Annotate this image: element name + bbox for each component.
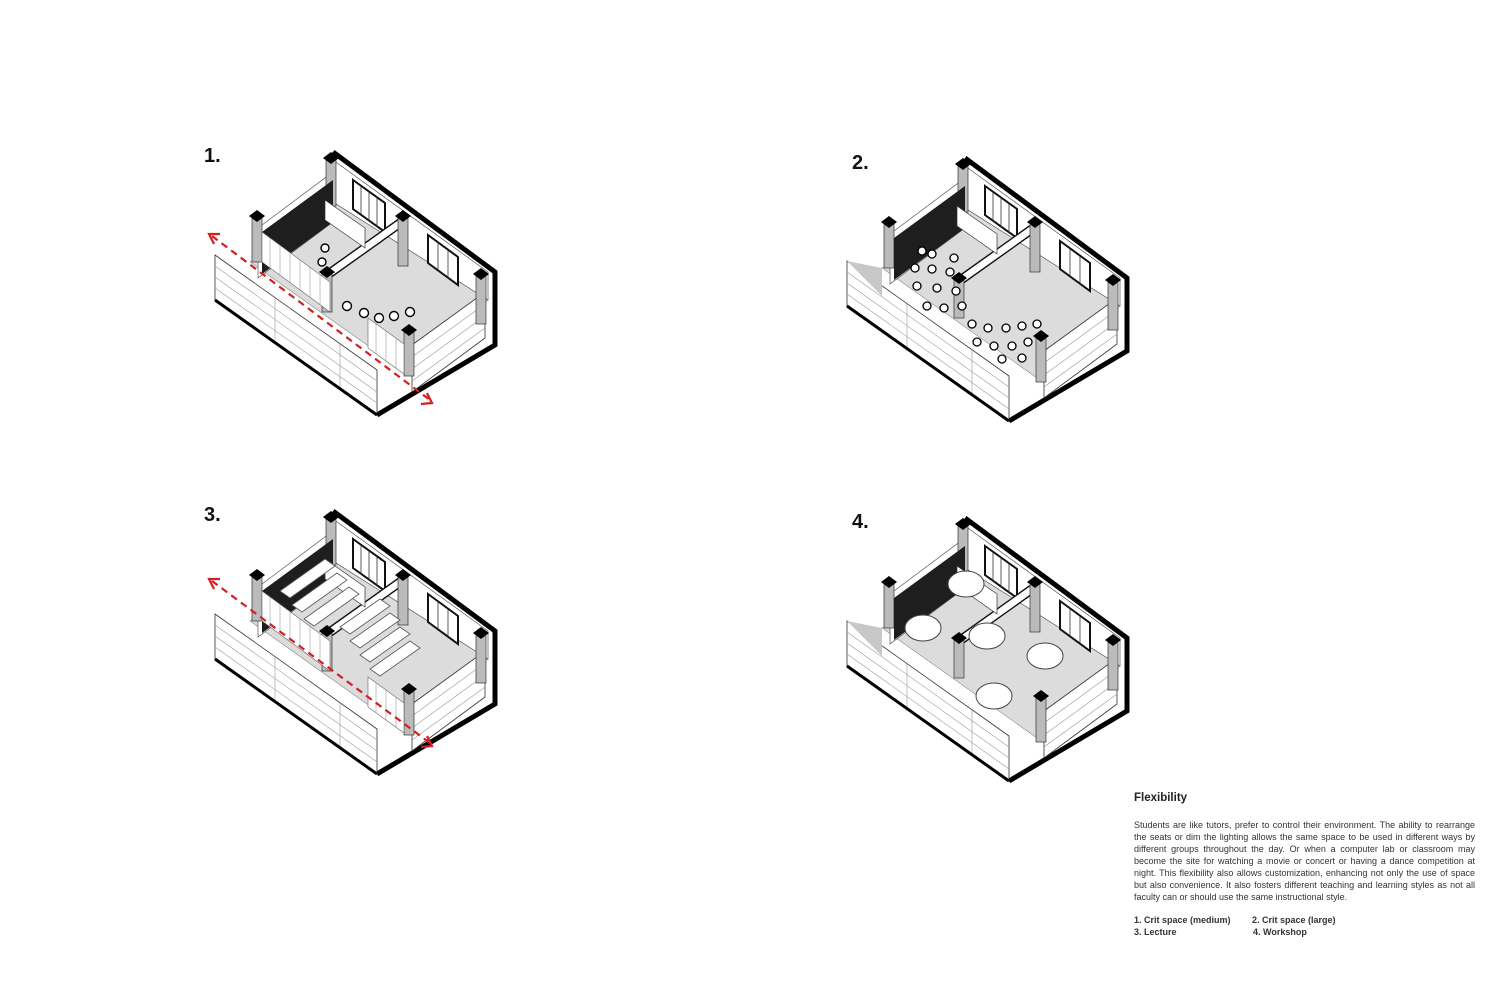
panel-4-workshop <box>847 518 1127 781</box>
desks <box>279 558 421 677</box>
chairs <box>317 243 416 324</box>
panel-2-number: 2. <box>852 152 869 174</box>
legend-item-3: 3. Lecture <box>1134 927 1177 937</box>
panel-1-crit-space-medium <box>207 152 495 415</box>
movable-wall-arrow <box>207 232 434 406</box>
legend-item-1: 1. Crit space (medium) <box>1134 915 1231 925</box>
panel-3-number: 3. <box>204 504 221 526</box>
movable-wall-arrow <box>207 577 434 749</box>
panel-4-number: 4. <box>852 511 869 533</box>
chairs <box>910 246 1042 364</box>
round-tables <box>904 570 1064 710</box>
legend-item-2: 2. Crit space (large) <box>1252 915 1336 925</box>
description-block: Flexibility Students are like tutors, pr… <box>1134 792 1475 938</box>
panel-2-crit-space-large <box>847 158 1127 421</box>
panel-3-lecture <box>207 511 495 774</box>
panel-1-number: 1. <box>204 145 221 167</box>
description-paragraph: Students are like tutors, prefer to cont… <box>1134 820 1475 902</box>
legend: 1. Crit space (medium) 2. Crit space (la… <box>1134 914 1475 938</box>
legend-item-4: 4. Workshop <box>1253 927 1307 937</box>
description-title: Flexibility <box>1134 792 1188 804</box>
